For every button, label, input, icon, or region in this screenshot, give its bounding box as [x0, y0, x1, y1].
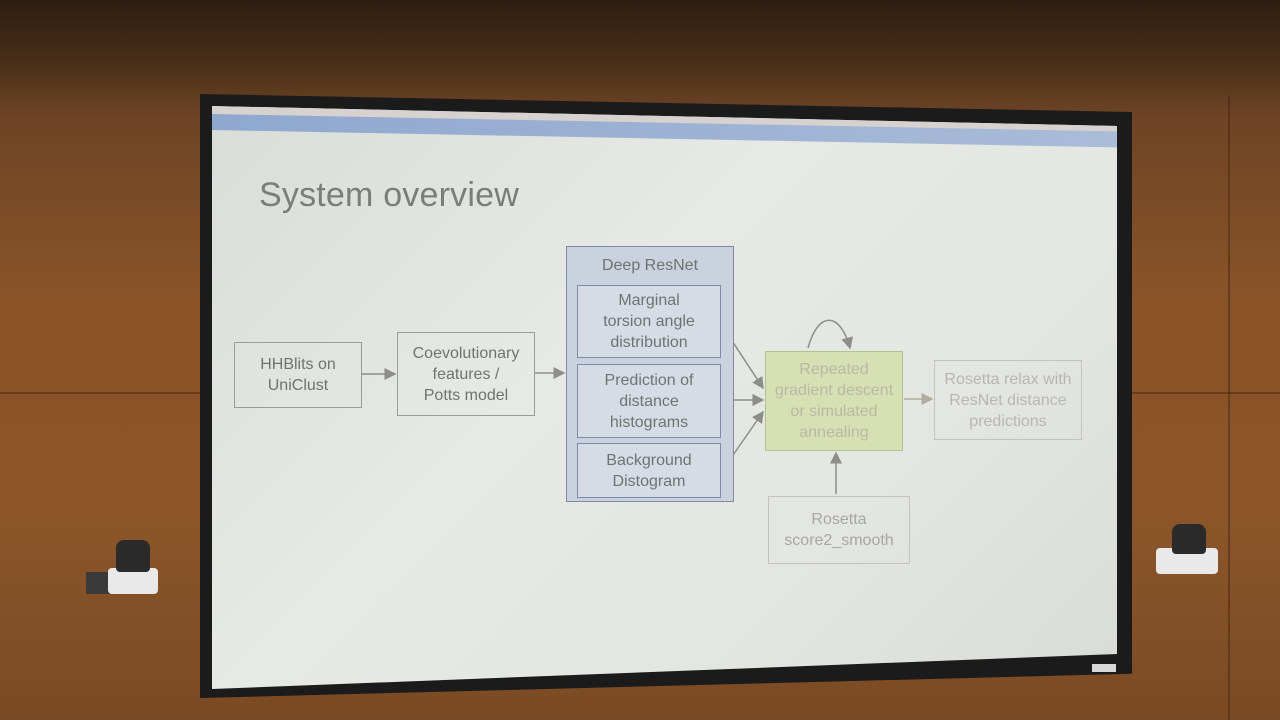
camera-icon: [86, 538, 162, 598]
wall-seam: [1132, 392, 1280, 394]
marginal-torsion-box: Marginal torsion angle distribution: [577, 285, 721, 358]
gradient-descent-box: Repeated gradient descent or simulated a…: [765, 351, 903, 451]
distance-histograms-box: Prediction of distance histograms: [577, 364, 721, 438]
screen-label: [1092, 664, 1116, 672]
projected-slide: System overview HHBlits on UniClust Coev…: [212, 106, 1117, 689]
hhblits-box: HHBlits on UniClust: [234, 342, 362, 408]
wall-seam: [0, 392, 200, 394]
coevolution-box: Coevolutionary features / Potts model: [397, 332, 535, 416]
resnet-title: Deep ResNet: [601, 257, 699, 274]
rosetta-score-box: Rosetta score2_smooth: [768, 496, 910, 564]
background-distogram-box: Background Distogram: [577, 443, 721, 498]
rosetta-relax-box: Rosetta relax with ResNet distance predi…: [934, 360, 1082, 440]
deep-resnet-group: Deep ResNet Marginal torsion angle distr…: [566, 246, 734, 502]
camera-icon: [1156, 524, 1220, 578]
wall-seam: [1228, 95, 1230, 720]
ceiling: [0, 0, 1280, 95]
slide-title: System overview: [259, 176, 519, 214]
